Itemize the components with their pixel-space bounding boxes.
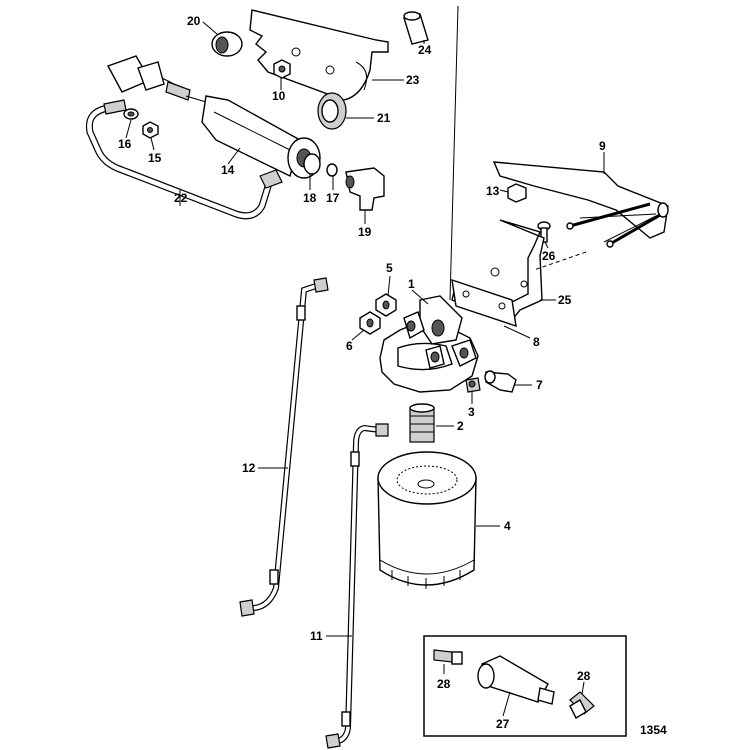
part-27-inline-filter xyxy=(477,655,555,705)
callout-22: 22 xyxy=(174,191,188,205)
callout-12: 12 xyxy=(242,461,256,475)
callout-14: 14 xyxy=(221,163,235,177)
part-24-sleeve xyxy=(403,11,429,45)
callout-labels: 20 10 23 24 21 16 15 14 22 18 17 19 9 13… xyxy=(118,14,606,731)
callout-25: 25 xyxy=(558,293,572,307)
inset-box xyxy=(423,635,627,737)
callout-11: 11 xyxy=(310,629,323,643)
part-9-bracket xyxy=(492,161,669,248)
part-19-elbow xyxy=(345,167,385,211)
part-23-bracket xyxy=(249,9,389,101)
part-28-fitting-right xyxy=(569,691,595,719)
callout-26: 26 xyxy=(542,249,556,263)
part-5-fitting xyxy=(375,293,397,317)
callout-28-right: 28 xyxy=(577,669,591,683)
part-22-fuel-line xyxy=(85,99,283,220)
callout-20: 20 xyxy=(187,14,201,28)
callout-19: 19 xyxy=(358,225,372,239)
part-15-nut xyxy=(142,121,159,139)
part-2-adapter xyxy=(409,403,435,443)
figure-number: 1354 xyxy=(640,723,667,737)
callout-5: 5 xyxy=(386,261,393,275)
callout-13: 13 xyxy=(486,184,500,198)
callout-21: 21 xyxy=(377,111,391,125)
callout-15: 15 xyxy=(148,151,162,165)
callout-28-left: 28 xyxy=(437,677,451,691)
callout-6: 6 xyxy=(346,339,353,353)
part-28-fitting-left xyxy=(433,649,463,665)
part-17-oring xyxy=(326,163,338,177)
part-20-grommet xyxy=(211,31,243,57)
part-12-fuel-line xyxy=(239,277,329,617)
callout-27: 27 xyxy=(496,717,510,731)
part-1-filter-head xyxy=(379,295,479,393)
part-25-bracket xyxy=(451,219,545,328)
leader-lines xyxy=(125,21,605,717)
part-3-nipple xyxy=(465,377,481,393)
part-21-grommet xyxy=(317,92,347,130)
callout-1: 1 xyxy=(408,277,415,291)
part-6-fitting xyxy=(359,311,381,335)
callout-16: 16 xyxy=(118,137,132,151)
callout-8: 8 xyxy=(533,335,540,349)
callout-23: 23 xyxy=(406,73,420,87)
part-10-nut xyxy=(273,59,291,79)
part-14-fuel-pump xyxy=(106,55,321,179)
callout-18: 18 xyxy=(303,191,317,205)
callout-4: 4 xyxy=(504,519,511,533)
part-11-fuel-line xyxy=(325,423,389,749)
part-16-fitting xyxy=(123,108,139,120)
part-13-nut xyxy=(507,183,527,203)
callout-10: 10 xyxy=(272,89,286,103)
callout-7: 7 xyxy=(536,378,543,392)
part-7-fitting xyxy=(484,370,517,393)
part-18-nut xyxy=(303,153,321,175)
part-26-screw xyxy=(537,221,551,243)
callout-17: 17 xyxy=(326,191,340,205)
reference-line xyxy=(449,5,459,301)
callout-2: 2 xyxy=(457,419,464,433)
callout-24: 24 xyxy=(418,43,432,57)
part-4-fuel-filter xyxy=(377,451,477,589)
callout-3: 3 xyxy=(468,405,475,419)
callout-9: 9 xyxy=(599,139,606,153)
